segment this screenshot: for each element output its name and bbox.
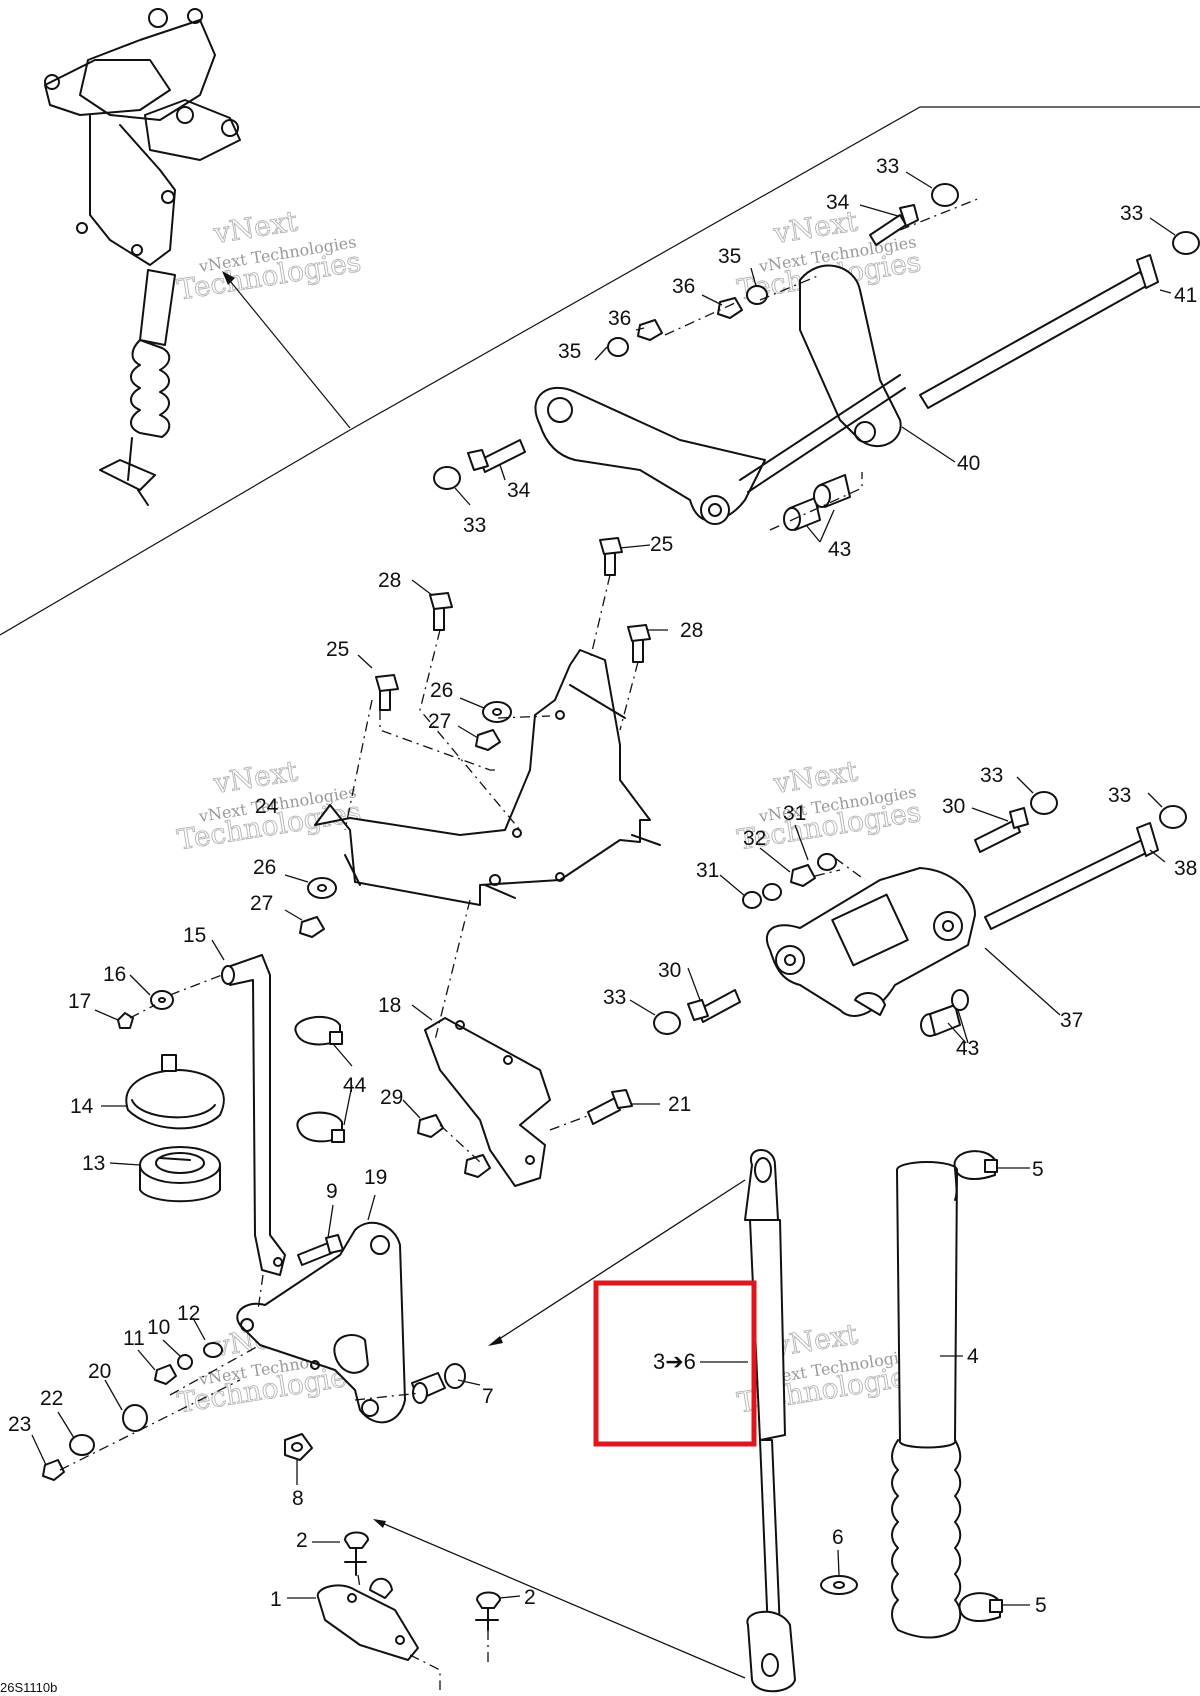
callout-34: 34	[826, 191, 850, 214]
callout-31: 31	[696, 859, 719, 882]
highlight-box: 3➔6	[593, 1280, 757, 1447]
mount-bracket-18	[417, 899, 633, 1187]
callout-26: 26	[430, 679, 453, 702]
callout-22: 22	[40, 1387, 63, 1410]
callout-40: 40	[957, 452, 980, 475]
leader-lines	[31, 171, 1176, 1606]
callout-25: 25	[650, 533, 673, 556]
callout-24: 24	[255, 795, 279, 818]
figure-code: 26S1110b	[0, 1680, 57, 1695]
inset-pointer-arrow	[222, 271, 235, 285]
callout-29: 29	[380, 1086, 403, 1109]
callout-34: 34	[507, 479, 531, 502]
callout-10: 10	[147, 1316, 170, 1339]
upper-rocker-assembly	[433, 183, 1200, 531]
callout-32: 32	[743, 827, 766, 850]
inset-panel-border	[0, 106, 1200, 636]
highlight-label: 3➔6	[653, 1349, 696, 1374]
callout-35: 35	[558, 340, 581, 363]
callout-31: 31	[783, 802, 806, 825]
control-rod-15	[117, 954, 345, 1276]
callout-17: 17	[68, 990, 91, 1013]
callout-37: 37	[1060, 1009, 1083, 1032]
callout-6: 6	[832, 1526, 844, 1549]
callout-5: 5	[1035, 1594, 1047, 1617]
callout-9: 9	[326, 1180, 338, 1203]
callout-36: 36	[608, 307, 631, 330]
callout-38: 38	[1174, 857, 1197, 880]
callout-26: 26	[253, 856, 276, 879]
callout-16: 16	[103, 963, 126, 986]
callout-41: 41	[1174, 284, 1197, 307]
callout-28: 28	[378, 569, 401, 592]
callout-19: 19	[364, 1166, 387, 1189]
callout-20: 20	[88, 1360, 111, 1383]
callout-13: 13	[82, 1152, 105, 1175]
callout-43: 43	[828, 538, 851, 561]
callout-33: 33	[980, 764, 1003, 787]
callout-2: 2	[524, 1586, 536, 1609]
callout-33: 33	[603, 986, 626, 1009]
callout-15: 15	[183, 924, 206, 947]
inset-pointer-line	[225, 275, 351, 429]
callout-1: 1	[270, 1588, 282, 1611]
callout-25: 25	[326, 638, 349, 661]
callout-11: 11	[123, 1327, 145, 1350]
callout-44: 44	[343, 1074, 367, 1097]
callout-27: 27	[428, 710, 451, 733]
coil-spring-4	[820, 1150, 1003, 1639]
callout-2: 2	[296, 1529, 308, 1552]
callout-14: 14	[70, 1095, 94, 1118]
lower-rocker-assembly	[653, 791, 1187, 1037]
callout-36: 36	[672, 275, 695, 298]
callout-30: 30	[942, 795, 965, 818]
callout-30: 30	[658, 959, 681, 982]
callout-8: 8	[292, 1487, 304, 1510]
callout-33: 33	[1120, 202, 1143, 225]
assembled-suspension-inset	[44, 8, 241, 506]
callout-33: 33	[1108, 784, 1131, 807]
callout-27: 27	[250, 892, 273, 915]
callout-7: 7	[482, 1385, 494, 1408]
gas-shock-absorber	[373, 1149, 796, 1693]
lower-mount-1	[316, 1531, 501, 1690]
lower-bracket-19	[42, 1221, 466, 1481]
callout-5: 5	[1032, 1158, 1044, 1181]
callout-21: 21	[668, 1093, 691, 1116]
callout-28: 28	[680, 619, 703, 642]
callout-43: 43	[956, 1037, 979, 1060]
callout-12: 12	[177, 1302, 200, 1325]
callout-35: 35	[718, 245, 741, 268]
support-bracket-24	[299, 537, 661, 938]
callout-33: 33	[876, 155, 899, 178]
callout-18: 18	[378, 994, 401, 1017]
callout-33: 33	[463, 514, 486, 537]
callout-4: 4	[967, 1345, 979, 1368]
callout-labels: 33 34 33 35 36 41 36 35 40 34 33 43 25 2…	[8, 155, 1197, 1617]
callout-23: 23	[8, 1413, 31, 1436]
